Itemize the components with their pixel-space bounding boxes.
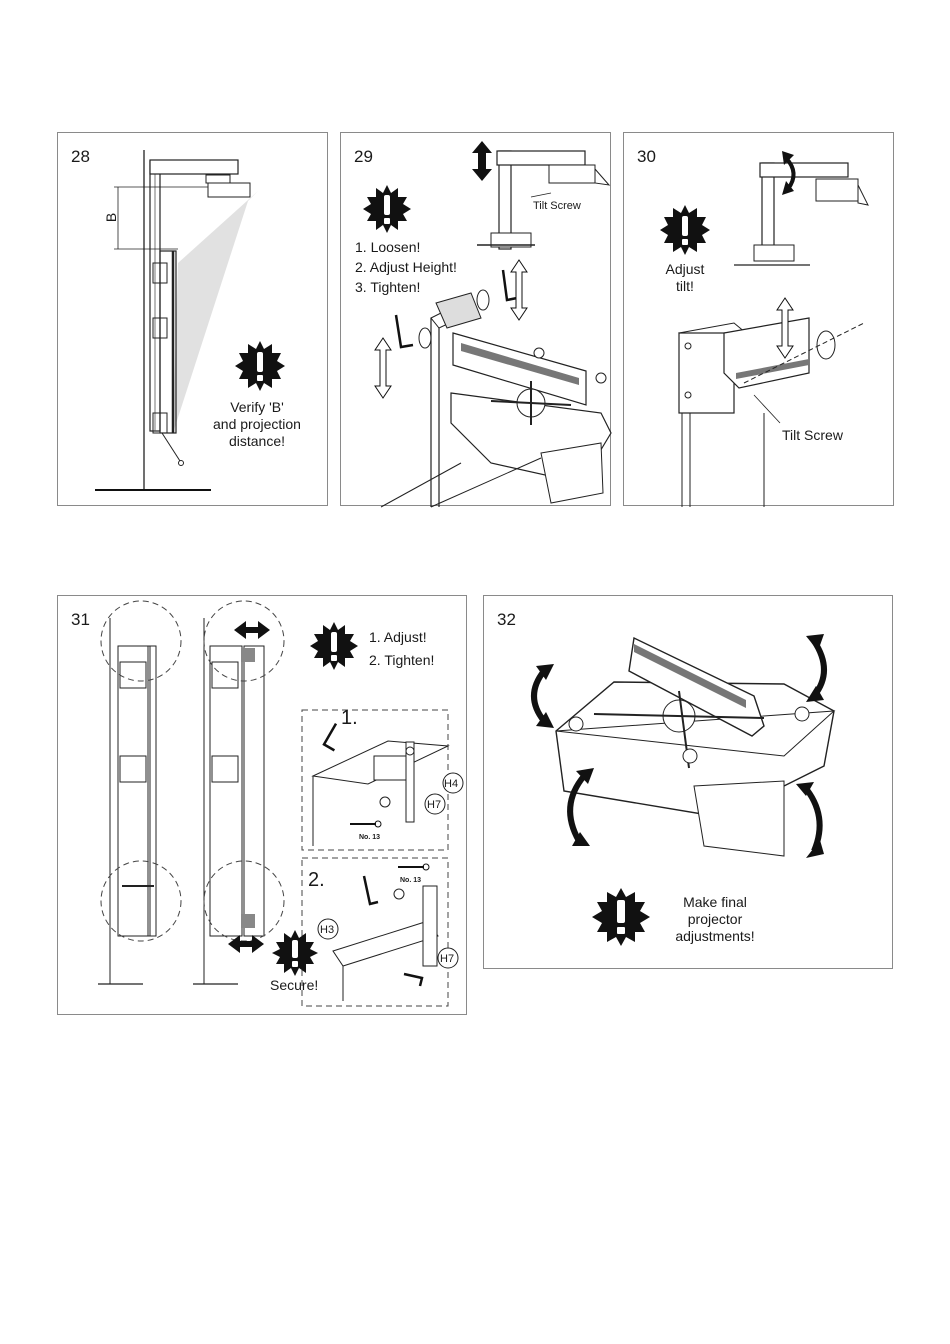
panel-step-29: 29 Tilt Screw — [340, 132, 611, 506]
warning-burst-icon — [235, 341, 285, 391]
note-line: projector — [650, 911, 780, 928]
panel-step-30: 30 Adjust tilt! Tilt Screw — [623, 132, 894, 506]
detail-2-label: 2. — [308, 872, 325, 889]
panel-step-32: 32 Make final projector adjustments! — [483, 595, 893, 969]
instruction-item: 2. Adjust Height! — [355, 257, 457, 277]
wrench-size-label: No. 13 — [359, 829, 380, 846]
panel-step-31: 31 — [57, 595, 467, 1015]
instruction-list: 1. Adjust! 2. Tighten! — [369, 626, 434, 672]
double-arrow-vertical-icon — [777, 298, 793, 358]
double-arrow-horizontal-icon — [228, 935, 264, 953]
double-arrow-vertical-icon — [511, 260, 527, 320]
note-line: Verify 'B' — [198, 399, 316, 416]
note-text: Make final projector adjustments! — [650, 894, 780, 945]
note-text: Adjust tilt! — [644, 261, 726, 295]
double-arrow-vertical-icon — [375, 338, 391, 398]
note-line: tilt! — [644, 278, 726, 295]
tilt-screw-label: Tilt Screw — [782, 427, 843, 444]
instruction-item: 1. Loosen! — [355, 237, 457, 257]
instruction-item: 1. Adjust! — [369, 626, 434, 649]
dimension-b-label: B — [103, 213, 120, 222]
warning-burst-icon — [272, 930, 318, 976]
note-line: Adjust — [644, 261, 726, 278]
note-text: Verify 'B' and projection distance! — [198, 399, 316, 450]
instruction-item: 2. Tighten! — [369, 649, 434, 672]
secure-label: Secure! — [270, 977, 318, 994]
note-line: Make final — [650, 894, 780, 911]
warning-burst-icon — [310, 622, 358, 670]
wall-mount-side-illustration — [58, 133, 329, 507]
instruction-list: 1. Loosen! 2. Adjust Height! 3. Tighten! — [355, 237, 457, 297]
callout-h7: H7 — [427, 797, 441, 814]
panel-step-28: 28 B Verify 'B' and projection — [57, 132, 328, 506]
detail-1-label: 1. — [341, 710, 358, 727]
instruction-item: 3. Tighten! — [355, 277, 457, 297]
callout-h7: H7 — [440, 951, 454, 968]
note-line: and projection — [198, 416, 316, 433]
warning-burst-icon — [660, 205, 710, 255]
tilt-screw-label: Tilt Screw — [533, 198, 581, 215]
warning-burst-icon — [363, 185, 411, 233]
warning-burst-icon — [592, 888, 650, 946]
note-line: distance! — [198, 433, 316, 450]
double-arrow-horizontal-icon — [234, 621, 270, 639]
callout-h4: H4 — [444, 776, 458, 793]
callout-h3: H3 — [320, 922, 334, 939]
tilt-overview-illustration — [624, 133, 895, 507]
note-line: adjustments! — [650, 928, 780, 945]
wrench-size-label: No. 13 — [400, 872, 421, 889]
